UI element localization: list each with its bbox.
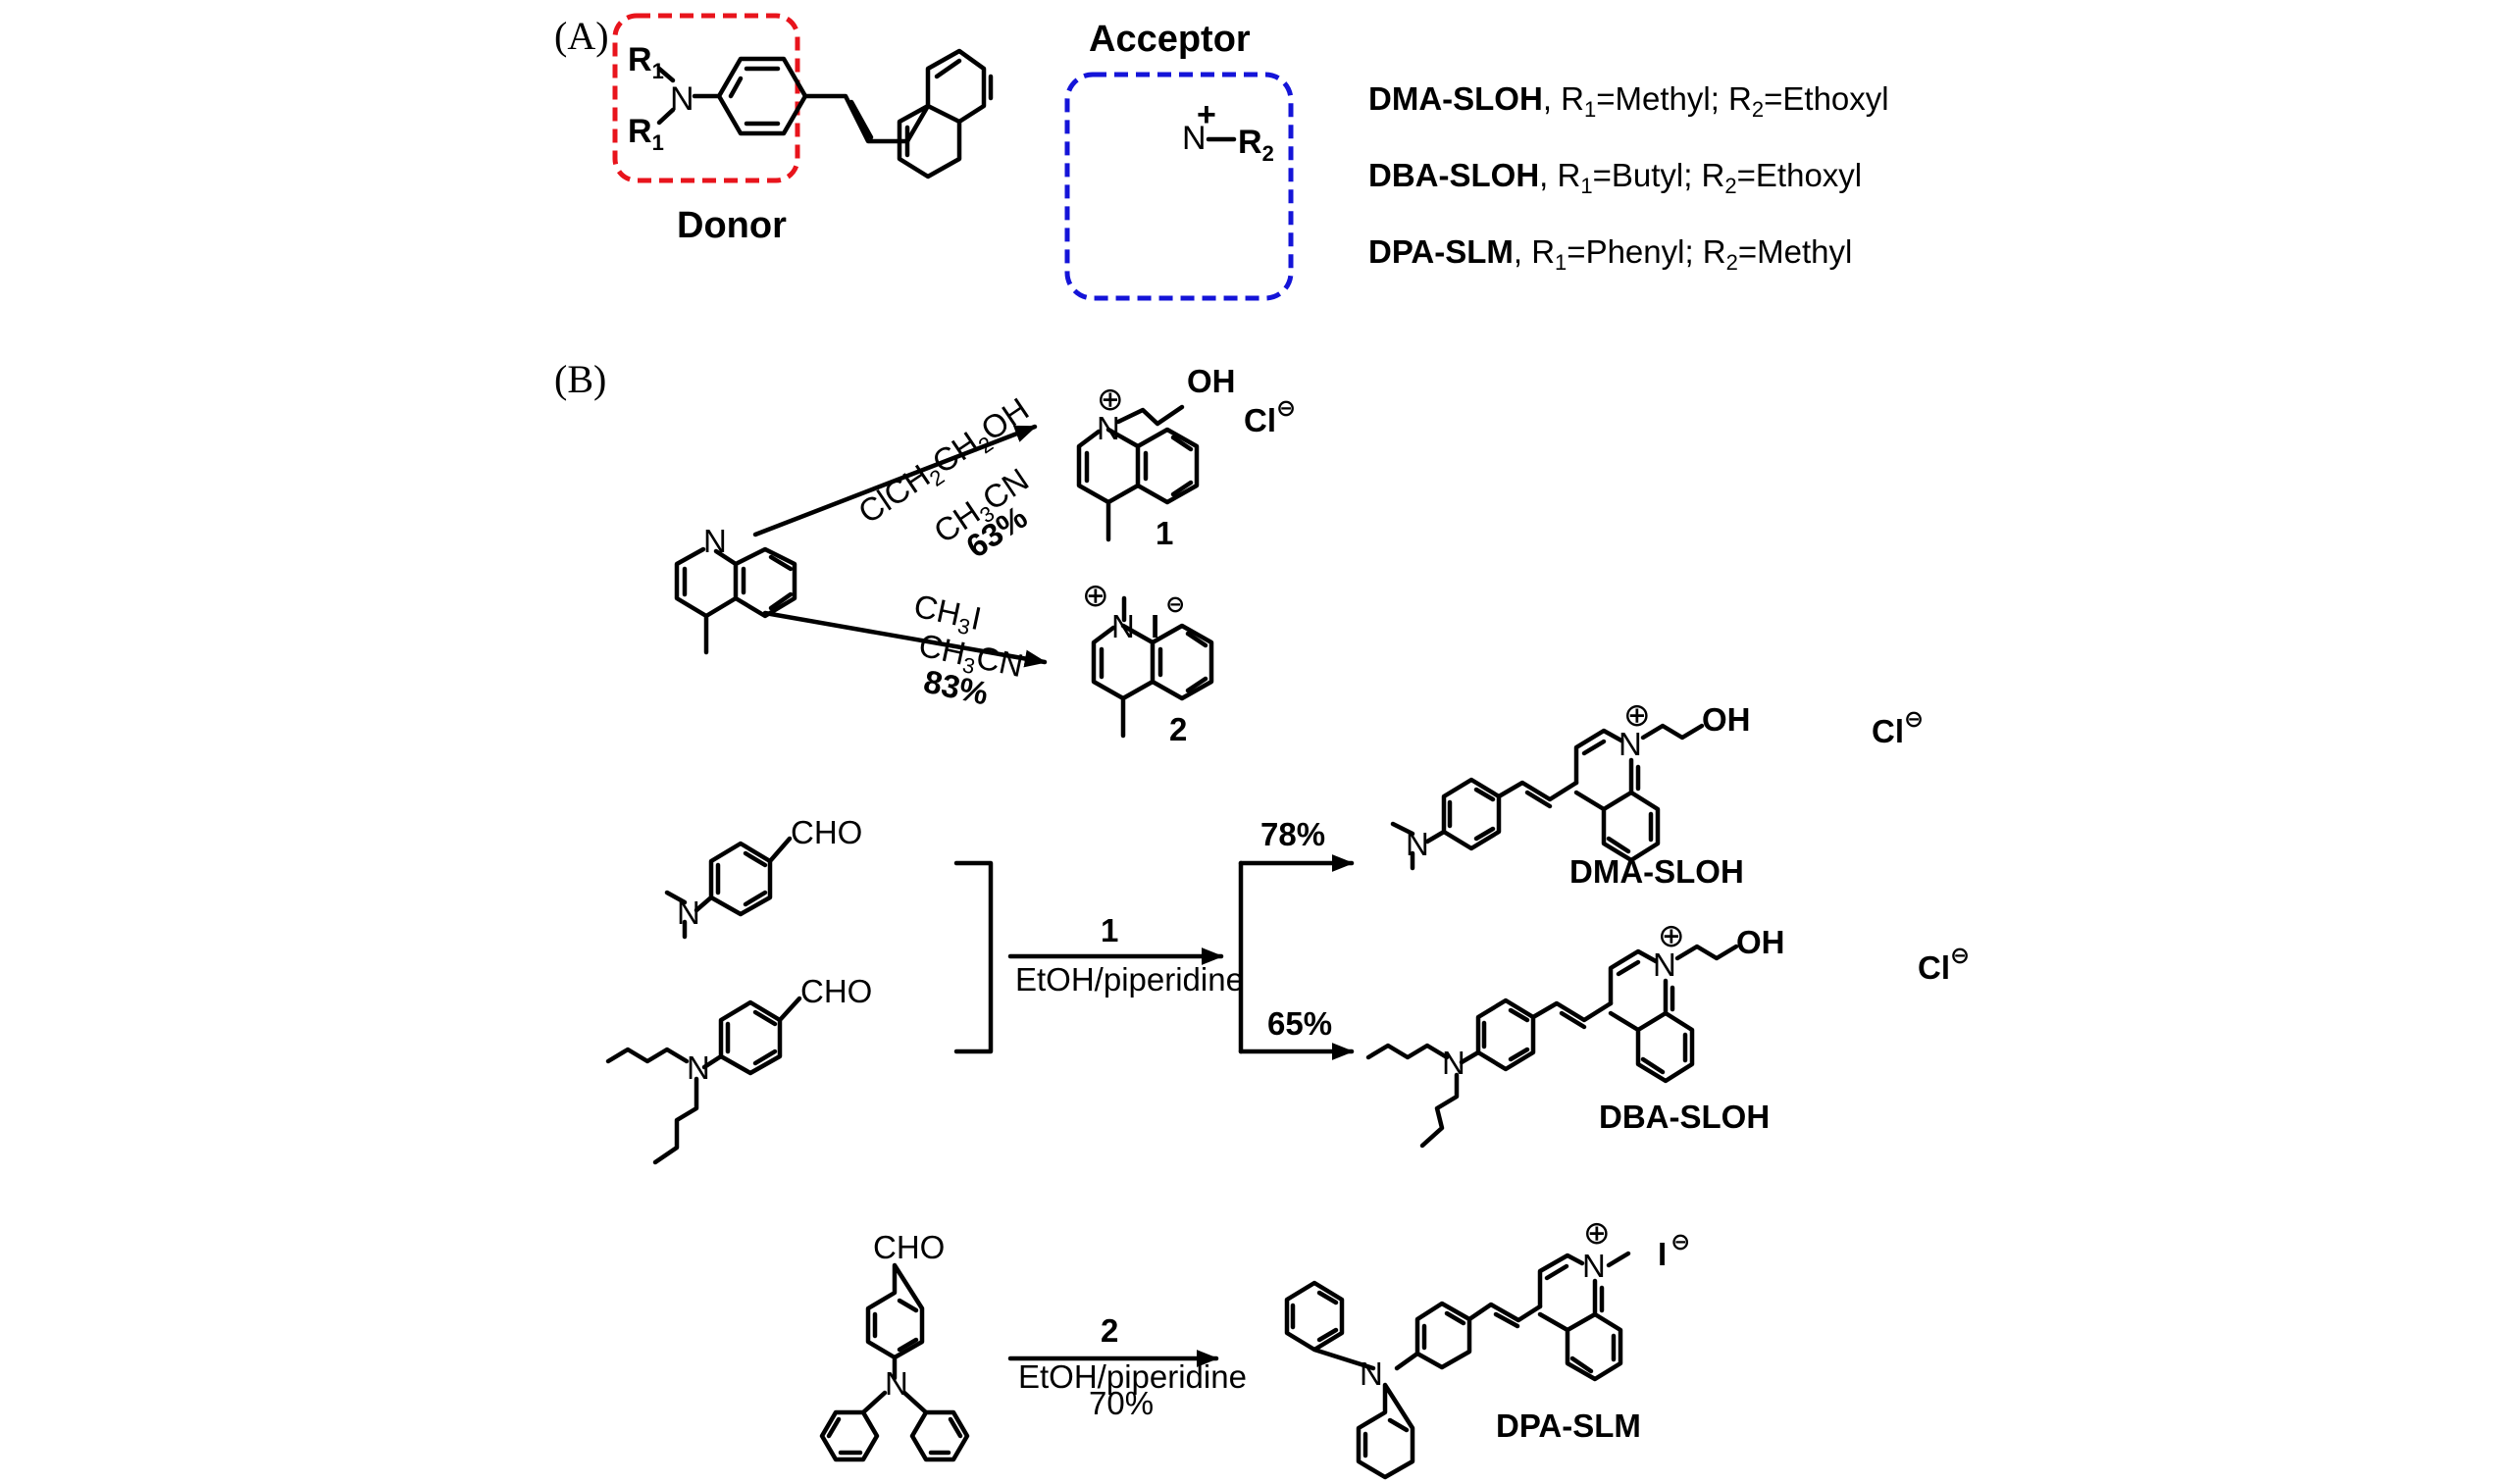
acceptor-nitrogen-label: N [1182,120,1207,157]
panel-a-core-structure [656,48,994,179]
product-2-charge: ⊕ [1082,577,1109,613]
dba-sloh-label: DBA-SLOH [1599,1099,1770,1135]
lepidine-structure [674,546,797,655]
donor-box [612,13,800,183]
dpa-slm-charge: ⊕ [1583,1214,1611,1251]
acceptor-box [1064,72,1294,301]
aldehyde-group-3: CHO [873,1229,945,1265]
solvent-acetonitrile-lower: CH3CN [915,627,1027,689]
product-1-number: 1 [1156,515,1173,551]
step2-conditions: EtOH/piperidine [1015,961,1244,998]
product-2-number: 2 [1169,711,1187,747]
amine-nitrogen-2: N [687,1049,710,1086]
panel-label-a: (A) [554,14,609,58]
lepidine-nitrogen: N [703,523,727,559]
compound-definition: DBA-SLOH, R1=Butyl; R2=Ethoxyl [1368,157,1862,198]
product-1-structure [1076,404,1200,542]
dma-sloh-charge: ⊕ [1623,696,1651,733]
panel-label-b: (B) [554,357,606,401]
dba-sloh-nitrogen: N [1653,947,1676,983]
panel-b: (B) N ClCH2CH2OH CH3CN 63% N ⊕ OH Cl⊖ 1 … [554,357,1970,1480]
acceptor-label: Acceptor [1089,19,1251,60]
r1-top-label: R1 [628,41,664,83]
step3-reagent-number: 2 [1101,1312,1118,1349]
dpa-slm-label: DPA-SLM [1496,1407,1641,1444]
reaction-arrow-to-2 [762,610,1048,668]
dma-sloh-counterion: Cl⊖ [1872,706,1924,749]
dba-sloh-structure [1365,944,1739,1149]
step3-yield: 70% [1089,1385,1154,1421]
aldehyde-group-1: CHO [791,814,862,850]
step2-reagent-number: 1 [1101,912,1118,948]
compound-definition: DPA-SLM, R1=Phenyl; R2=Methyl [1368,233,1852,275]
dpa-slm-structure [1284,1251,1631,1480]
panel-a: (A) R1 R1 N N + R2 Donor Acceptor DMA-SL… [554,13,1889,301]
aldehyde-group-2: CHO [800,973,872,1009]
product-2-structure [1091,595,1214,739]
compound-definitions: DMA-SLOH, R1=Methyl; R2=Ethoxyl DBA-SLOH… [1368,80,1889,275]
product-1-charge: ⊕ [1097,381,1124,417]
dma-sloh-nitrogen: N [1619,726,1642,762]
amine-nitrogen-3: N [885,1365,908,1402]
dma-sloh-hydroxyl: OH [1702,701,1751,738]
dma-sloh-amine: N [1406,826,1429,862]
dpa-slm-nitrogen: N [1582,1248,1606,1284]
r2-label: R2 [1238,124,1274,166]
step3-conditions: EtOH/piperidine [1018,1358,1247,1395]
dba-sloh-counterion: Cl⊖ [1918,943,1970,986]
product-2-counterion: I⊖ [1151,591,1185,644]
amine-nitrogen-1: N [677,895,700,931]
diphenylaminobenzaldehyde-structure [819,1262,970,1462]
yield-dba-sloh: 65% [1267,1005,1332,1042]
product-2-nitrogen: N [1111,608,1135,644]
dba-sloh-charge: ⊕ [1658,917,1685,953]
dpa-slm-counterion: I⊖ [1658,1229,1690,1272]
dba-sloh-hydroxyl: OH [1736,924,1785,960]
r1-bottom-label: R1 [628,113,664,155]
dibutylaminobenzaldehyde-structure [605,996,802,1165]
product-1-nitrogen: N [1097,410,1120,446]
compound-definition: DMA-SLOH, R1=Methyl; R2=Ethoxyl [1368,80,1889,122]
dma-sloh-label: DMA-SLOH [1569,853,1744,890]
dma-sloh-structure [1390,723,1705,871]
dba-sloh-amine: N [1442,1045,1465,1081]
dpa-slm-amine: N [1360,1356,1383,1392]
donor-label: Donor [677,205,787,246]
yield-dma-sloh: 78% [1260,816,1325,852]
product-1-hydroxyl: OH [1187,363,1236,399]
dimethylaminobenzaldehyde-structure [664,836,793,940]
reactant-bracket [953,860,994,1054]
product-1-counterion: Cl⊖ [1244,395,1296,438]
reaction-arrow-to-1 [752,424,1038,537]
positive-charge-symbol: + [1197,96,1216,133]
